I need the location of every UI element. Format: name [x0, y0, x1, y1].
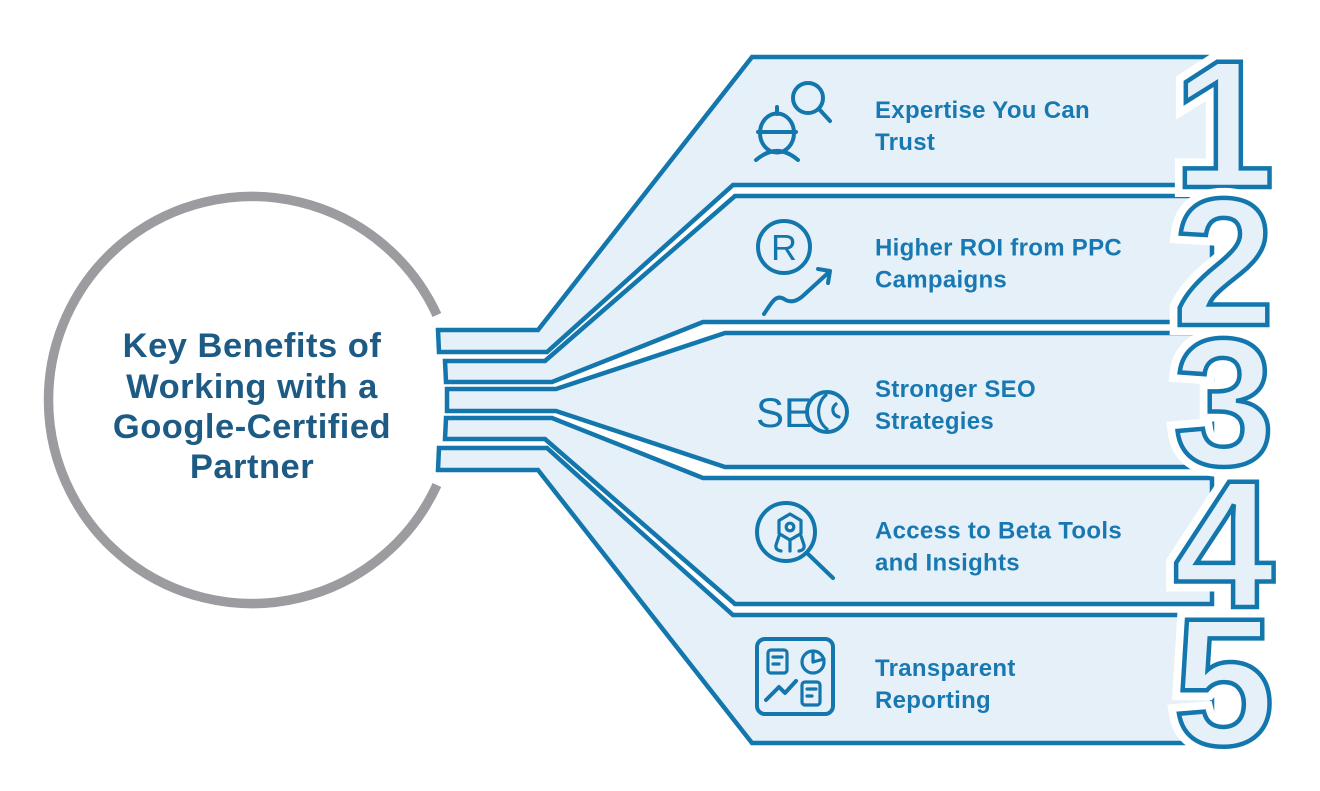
title-line-4: Partner [190, 448, 314, 486]
step-number-4: 4 [1173, 442, 1274, 646]
benefit-label-1-line2: Trust [875, 129, 935, 156]
step-numbers: 1 1 2 2 3 3 4 4 5 5 [1163, 12, 1284, 791]
benefit-label-5-line1: Transparent [875, 655, 1016, 682]
benefit-band-5 [435, 445, 1215, 746]
benefit-band-3 [444, 330, 1215, 470]
step-number-5-halo: 5 [1173, 580, 1274, 784]
roi-letter: R [771, 227, 797, 268]
report-dashboard-icon [755, 637, 835, 716]
step-number-5: 5 [1173, 580, 1274, 784]
title-line-1: Key Benefits of [123, 327, 382, 365]
benefit-item-3: SE Stronger SEO Strategies [444, 330, 1215, 470]
benefit-band-4 [442, 415, 1215, 607]
benefit-label-3: Stronger SEO Strategies [875, 376, 1043, 435]
step-number-2-halo: 2 [1173, 160, 1274, 364]
step-number-2: 2 [1173, 160, 1274, 364]
step-number-4-halo: 4 [1173, 442, 1274, 646]
benefit-item-4: Access to Beta Tools and Insights [442, 415, 1215, 607]
step-number-1: 1 [1173, 22, 1274, 226]
benefit-label-5: Transparent Reporting [875, 655, 1023, 714]
step-number-1-halo: 1 [1173, 22, 1274, 226]
partner-circle-ring [43, 191, 442, 609]
title-line-2: Working with a [126, 368, 378, 406]
benefit-band-2 [442, 193, 1215, 385]
benefit-item-5: Transparent Reporting [435, 445, 1215, 746]
center-title: Key Benefits of Working with a Google-Ce… [113, 327, 391, 486]
benefit-item-1: Expertise You Can Trust [435, 54, 1215, 355]
title-line-3: Google-Certified [113, 408, 391, 446]
benefit-label-2-line2: Campaigns [875, 267, 1007, 294]
benefit-label-2-line1: Higher ROI from PPC [875, 235, 1122, 262]
benefit-band-1 [435, 54, 1215, 355]
benefit-item-2: R Higher ROI from PPC Campaigns [442, 193, 1215, 385]
seo-letters: SE [756, 389, 812, 436]
benefit-label-3-line2: Strategies [875, 408, 994, 435]
benefit-label-1: Expertise You Can Trust [875, 97, 1097, 156]
roi-growth-icon: R [756, 219, 832, 316]
seo-globe-icon: SE [756, 389, 849, 436]
benefit-label-2: Higher ROI from PPC Campaigns [875, 235, 1129, 294]
benefit-label-4-line2: and Insights [875, 550, 1020, 577]
benefit-label-5-line2: Reporting [875, 687, 991, 714]
step-number-3: 3 [1173, 300, 1274, 504]
beta-tools-icon [755, 501, 835, 580]
expert-search-icon [754, 81, 832, 162]
benefit-label-4: Access to Beta Tools and Insights [875, 518, 1129, 577]
benefit-label-4-line1: Access to Beta Tools [875, 518, 1122, 545]
benefit-label-1-line1: Expertise You Can [875, 97, 1090, 124]
benefit-label-3-line1: Stronger SEO [875, 376, 1036, 403]
step-number-3-halo: 3 [1173, 300, 1274, 504]
